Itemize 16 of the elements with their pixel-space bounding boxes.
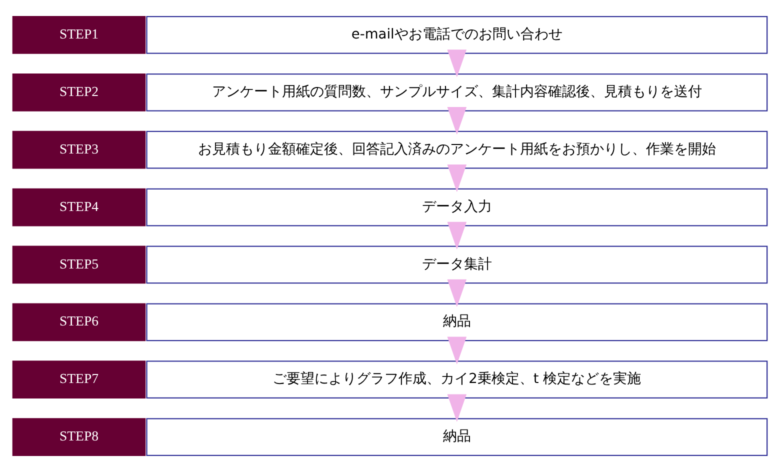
arrow [447, 50, 467, 78]
arrow [447, 279, 467, 307]
arrow [447, 394, 467, 422]
node-box: STEP8 [12, 418, 146, 456]
node-box: STEP7 [12, 360, 146, 399]
arrow [447, 222, 467, 250]
node-box: STEP3 [12, 130, 146, 169]
node-box: STEP6 [12, 303, 146, 342]
node-box: 納品 [146, 418, 768, 456]
arrow [447, 164, 467, 192]
node-box: STEP5 [12, 246, 146, 284]
node-box: STEP2 [12, 73, 146, 112]
node-box: STEP1 [12, 16, 146, 54]
node-box: STEP4 [12, 188, 146, 226]
arrow [447, 107, 467, 135]
arrow [447, 336, 467, 364]
